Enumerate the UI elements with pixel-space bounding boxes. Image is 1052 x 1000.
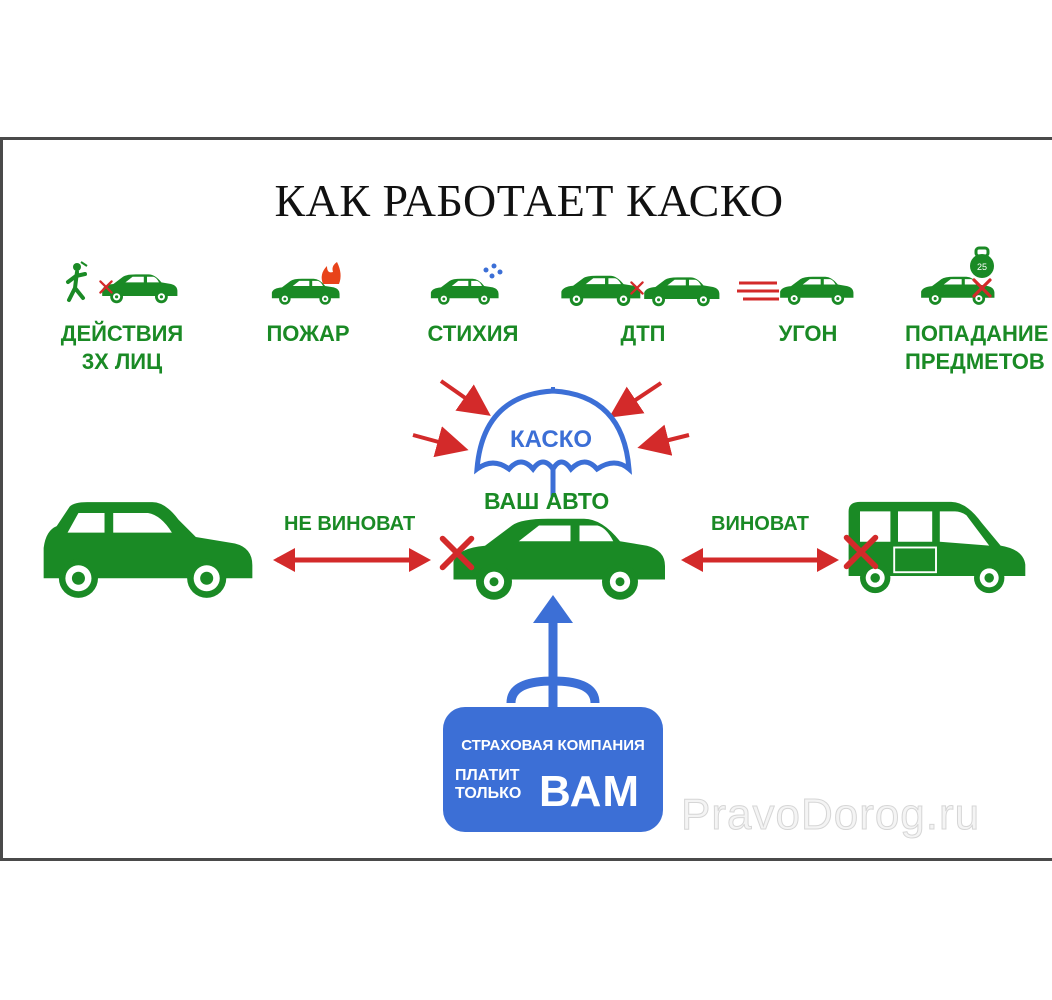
insured-car <box>439 518 665 600</box>
watermark: PravoDorog.ru <box>680 790 981 840</box>
left-car-suv <box>43 502 253 598</box>
not-guilty-label: НЕ ВИНОВАТ <box>284 513 416 535</box>
page-title: КАК РАБОТАЕТ КАСКО <box>274 175 784 226</box>
payout-arrow <box>506 595 600 707</box>
right-relation-arrow <box>681 548 839 572</box>
insurer-title: СТРАХОВАЯ КОМПАНИЯ <box>461 737 645 754</box>
your-car-label: ВАШ АВТО <box>484 488 610 514</box>
svg-text:25: 25 <box>977 262 987 272</box>
you-label: ВАМ <box>539 767 641 816</box>
flame-icon <box>321 262 341 284</box>
risk-icon-natural-disaster <box>430 263 503 305</box>
incoming-risk-arrows <box>412 379 690 458</box>
snowflake-icon <box>483 263 503 279</box>
risk-label-theft: УГОН <box>778 321 838 346</box>
speed-lines-icon <box>737 281 779 301</box>
only-label: ТОЛЬКО <box>455 785 522 802</box>
risk-icon-falling-objects: 25 <box>921 246 995 305</box>
left-relation-arrow <box>273 548 431 572</box>
risk-icon-theft <box>737 276 854 305</box>
infographic-frame: КАК РАБОТАЕТ КАСКО <box>0 137 1052 861</box>
weight-icon: 25 <box>970 246 994 278</box>
risk-icon-third-parties <box>66 261 178 304</box>
right-car-van <box>841 500 1027 595</box>
risk-label-fire: ПОЖАР <box>266 321 350 346</box>
risk-icon-fire <box>271 262 341 305</box>
risk-icon-accident <box>561 275 720 307</box>
risk-label-accident: ДТП <box>620 321 666 346</box>
umbrella-icon <box>474 387 632 497</box>
risk-label-natural-disaster: СТИХИЯ <box>427 321 519 346</box>
guilty-label: ВИНОВАТ <box>711 513 809 535</box>
insurer-badge: СТРАХОВАЯ КОМПАНИЯ ПЛАТИТ ТОЛЬКО ВАМ <box>443 707 663 832</box>
running-person-icon <box>66 261 88 302</box>
umbrella-label: КАСКО <box>510 426 593 453</box>
pays-label: ПЛАТИТ <box>455 767 520 784</box>
